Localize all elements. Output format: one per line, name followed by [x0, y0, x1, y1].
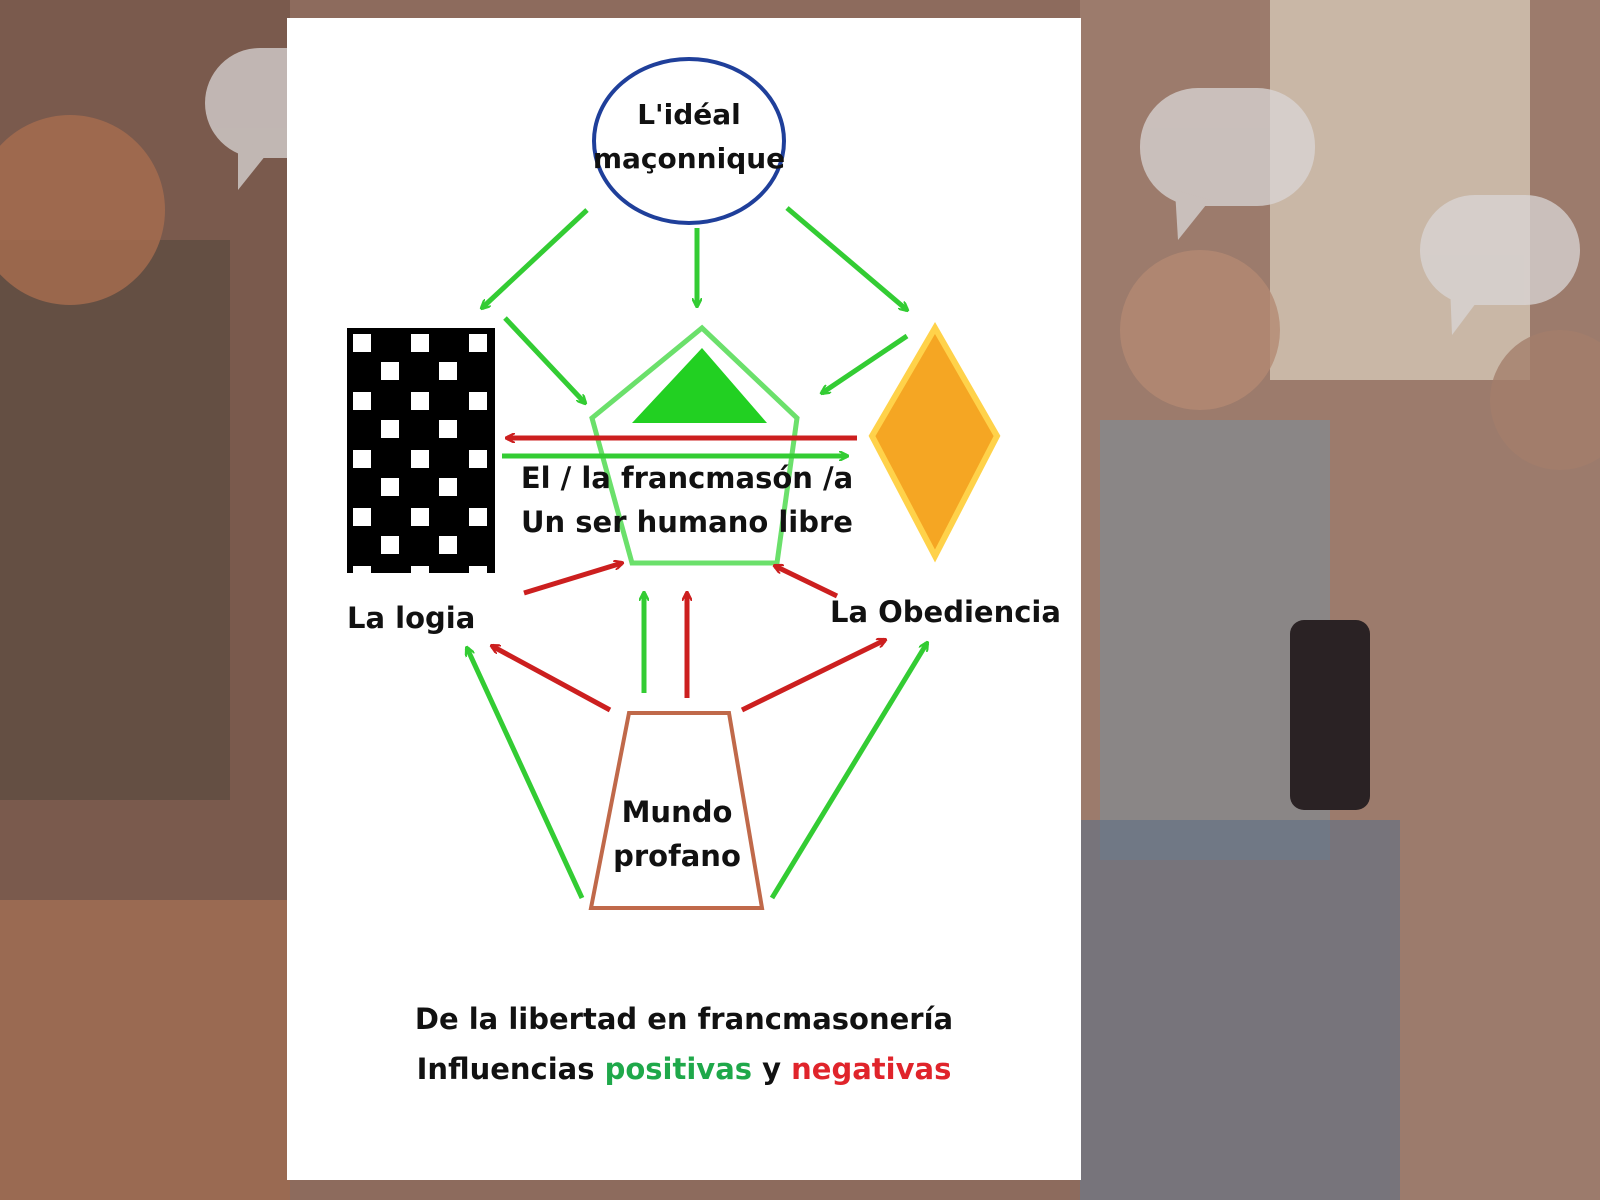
positive-arrows — [467, 206, 927, 900]
lodge-label: La logia — [347, 601, 476, 635]
lodge-checkerboard-icon — [347, 328, 495, 573]
caption-negative: negativas — [791, 1052, 952, 1086]
negative-arrows — [492, 438, 885, 713]
speech-bubble-icon — [1140, 88, 1315, 240]
profane-world-label: Mundo profano — [613, 795, 741, 873]
caption-title: De la libertad en francmasonería — [414, 1002, 954, 1036]
obedience-diamond-icon — [868, 322, 1001, 563]
ideal-label: L'idéal maçonnique — [592, 98, 786, 175]
mason-label: El / la francmasón /a Un ser humano libr… — [520, 461, 854, 539]
profane-trapezoid — [588, 711, 765, 910]
obedience-label: La Obediencia — [830, 595, 1061, 629]
caption-positive: positivas — [604, 1052, 753, 1086]
mason-triangle — [632, 348, 767, 423]
caption: De la libertad en francmasonería Influen… — [307, 994, 1061, 1094]
caption-subtitle: Influencias positivas y negativas — [416, 1052, 952, 1086]
mason-pentagon — [589, 324, 800, 566]
speech-bubble-icon — [1420, 195, 1580, 335]
ideal-circle — [592, 57, 786, 225]
freedom-diagram — [347, 57, 1001, 910]
diagram-card: L'idéal maçonnique El / la francmasón /a… — [287, 18, 1081, 1180]
